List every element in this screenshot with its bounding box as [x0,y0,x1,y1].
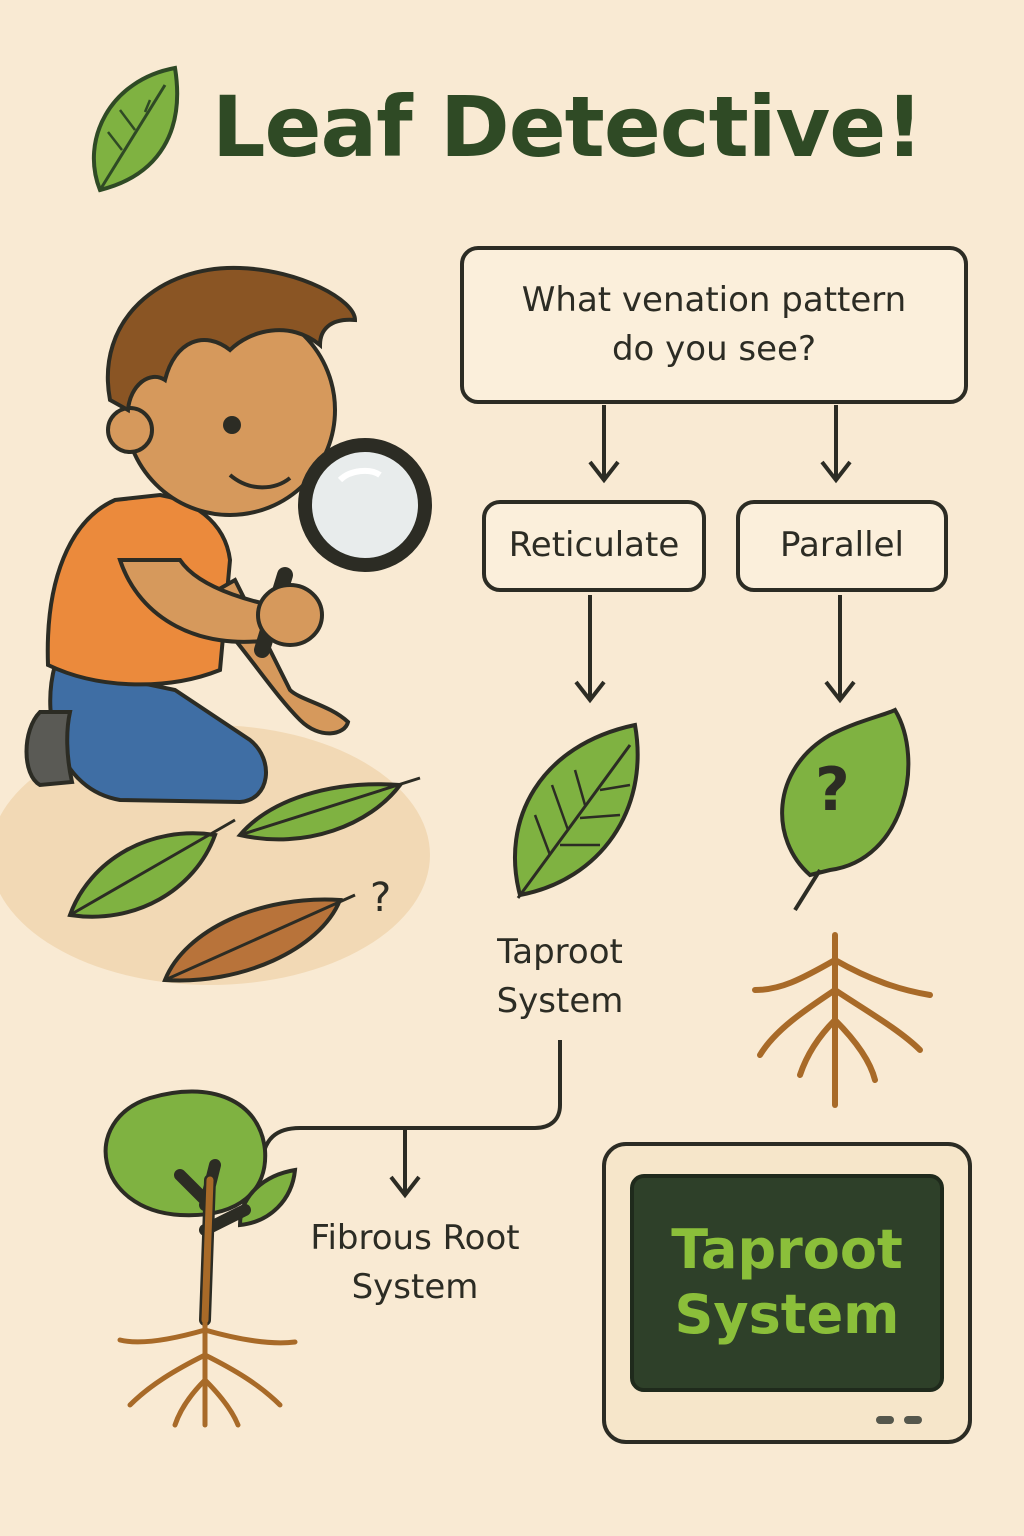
question-box: What venation pattern do you see? [460,246,968,404]
fibrous-root-plant [103,1089,298,1428]
reticulate-box: Reticulate [482,500,706,592]
parallel-box: Parallel [736,500,948,592]
result-monitor: Taproot System [602,1142,972,1444]
scattered-leaves [67,776,421,983]
leaf-question-mark: ? [815,755,850,825]
boy-detective-illustration [24,265,432,805]
parallel-leaf [780,707,911,912]
monitor-screen: Taproot System [630,1174,944,1392]
scene-question-mark: ? [370,875,392,921]
page-title: Leaf Detective! [212,78,924,176]
taproot-roots [752,932,933,1108]
fibrous-root-system-label: Fibrous Root System [310,1218,520,1308]
monitor-indicator-light [876,1416,894,1424]
title-leaf-icon [91,65,180,193]
flow-arrows [260,405,856,1199]
taproot-system-label: Taproot System [496,932,624,1022]
monitor-indicator-light [904,1416,922,1424]
reticulate-leaf [512,722,640,899]
